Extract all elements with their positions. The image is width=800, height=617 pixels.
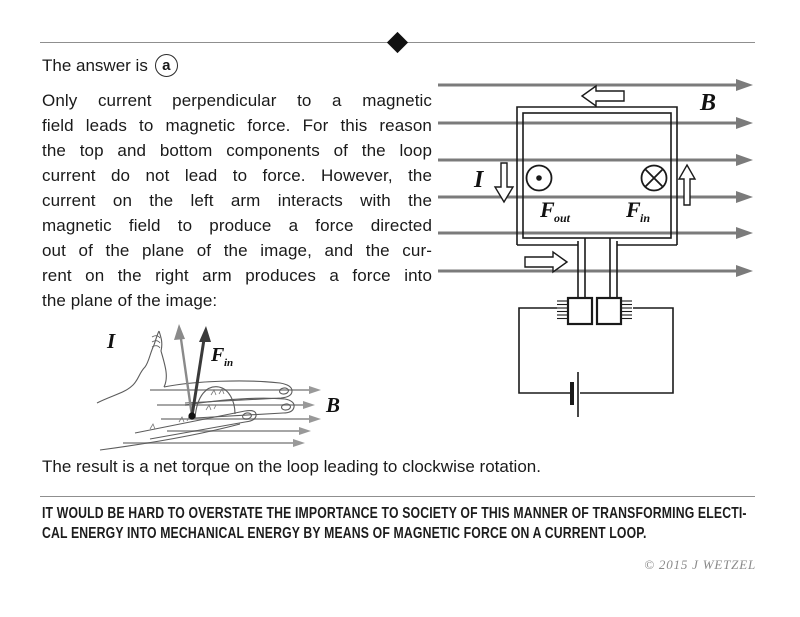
footer-caption: IT WOULD BE HARD TO OVERSTATE THE IMPORT… (42, 504, 800, 544)
current-arrow-down-icon (493, 162, 515, 204)
explanation-paragraph: Only current perpendicular to a magnetic… (42, 88, 432, 313)
explanation-line: field leads to magnetic force. For this … (42, 116, 432, 135)
commutator-brushes (557, 296, 632, 326)
thumb-crease-marks (151, 335, 161, 349)
hand-current-label: I (106, 329, 116, 353)
hand-sketch (96, 330, 295, 451)
motor-loop-diagram: B I F out F in (438, 79, 753, 417)
circled-answer-letter: a (154, 54, 178, 77)
hand-bottom-edge (99, 423, 241, 451)
explanation-line: magnetic field to produce a force direct… (42, 216, 432, 235)
field-label: B (699, 90, 716, 116)
current-label: I (473, 167, 485, 193)
result-text: The result is a net torque on the loop l… (42, 457, 541, 476)
fingernail (242, 412, 252, 420)
magnetic-field-lines (438, 79, 753, 277)
hand-force-arrow (190, 326, 211, 417)
current-arrow-left-icon (580, 84, 625, 108)
brush-hatching-right (622, 300, 632, 320)
hand-field-label: B (325, 393, 340, 417)
bottom-divider-rule (40, 496, 755, 497)
explanation-line: rent on the right arm produces a force i… (42, 266, 432, 285)
explanation-line: out of the plane of the image, and the c… (42, 241, 432, 260)
hand-force-subscript: in (224, 357, 233, 369)
hand-current-arrow (174, 324, 194, 417)
ring-finger (134, 410, 257, 440)
explanation-line: the top and bottom components of the loo… (42, 141, 432, 160)
force-out-subscript: out (554, 211, 571, 225)
force-in-symbol (640, 164, 668, 192)
current-loop (516, 106, 678, 298)
fingernail (280, 403, 292, 411)
current-direction-arrows (493, 84, 697, 274)
hair-marks (149, 388, 225, 430)
footer-caption-line: CAL ENERGY INTO MECHANICAL ENERGY BY MEA… (42, 525, 647, 542)
force-in-label: F (625, 197, 641, 222)
force-out-symbol (525, 164, 553, 192)
current-arrow-right-icon (524, 250, 569, 274)
force-out-label: F (539, 197, 555, 222)
explanation-line: current do not lead to force. However, t… (42, 166, 432, 185)
footer-caption-line: IT WOULD BE HARD TO OVERSTATE THE IMPORT… (42, 505, 747, 522)
thumb-inner-outline (158, 330, 167, 388)
knuckle-arc (194, 386, 236, 419)
explanation-line: Only current perpendicular to a magnetic (42, 91, 432, 110)
battery-circuit (518, 307, 674, 417)
hand-field-arrows (123, 386, 321, 447)
brush-hatching-left (557, 300, 567, 320)
index-finger (163, 380, 293, 404)
loop-lead-wires (577, 238, 618, 298)
answer-prefix-text: The answer is (42, 55, 148, 75)
force-in-subscript: in (640, 211, 650, 225)
fingernail (278, 387, 290, 395)
thumb-outline (96, 330, 160, 404)
diamond-ornament-icon (386, 31, 409, 54)
copyright-text: © 2015 J WETZEL (644, 557, 756, 572)
right-hand-rule-figure: I F in B (96, 324, 340, 451)
hand-force-label: F (210, 344, 225, 366)
pivot-dot (188, 412, 196, 420)
answer-line: The answer is a (42, 54, 178, 77)
middle-finger (184, 397, 295, 419)
explanation-line: the plane of the image: (42, 291, 218, 310)
current-arrow-up-icon (677, 163, 697, 206)
explanation-line: current on the left arm interacts with t… (42, 191, 432, 210)
